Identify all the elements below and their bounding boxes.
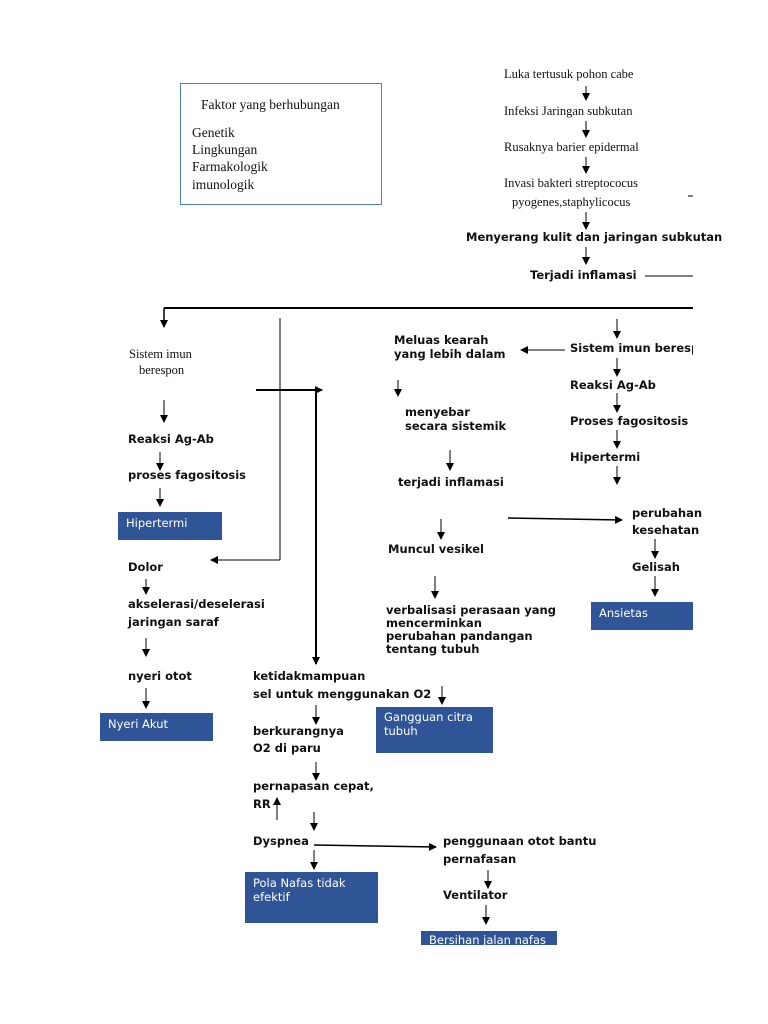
diagnosis-hipertermi-label: Hipertermi bbox=[126, 516, 188, 530]
node-menyebar-2: secara sistemik bbox=[405, 419, 507, 433]
diagnosis-pola-nafas: Pola Nafas tidak efektif bbox=[245, 872, 378, 923]
diagnosis-hipertermi: Hipertermi bbox=[118, 512, 222, 540]
node-fagositosis-right: Proses fagositosis bbox=[570, 414, 689, 428]
node-perubahan-2: kesehatan bbox=[632, 523, 700, 537]
node-dyspnea: Dyspnea bbox=[253, 834, 309, 848]
node-inflamasi-mid: terjadi inflamasi bbox=[398, 475, 504, 489]
factor-item-lingkungan: Lingkungan bbox=[192, 142, 258, 157]
node-meluas-2: yang lebih dalam bbox=[394, 347, 506, 361]
diagnosis-pola-line1: Pola Nafas tidak bbox=[253, 876, 346, 890]
factor-item-genetik: Genetik bbox=[192, 125, 235, 140]
node-verbal-3: perubahan pandangan bbox=[386, 629, 533, 643]
node-nyeri-otot: nyeri otot bbox=[128, 669, 192, 683]
node-otot-bantu-2: pernafasan bbox=[443, 852, 517, 866]
node-rusaknya: Rusaknya barier epidermal bbox=[504, 140, 639, 154]
diagnosis-nyeri-akut-label: Nyeri Akut bbox=[108, 717, 169, 731]
node-pernapasan-2: RR bbox=[253, 797, 271, 811]
node-akselerasi-1: akselerasi/deselerasi bbox=[128, 597, 265, 611]
node-ventilator: Ventilator bbox=[443, 888, 508, 902]
node-verbal-4: tentang tubuh bbox=[386, 642, 480, 656]
diagnosis-bersihan-jalan-nafas: Bersihan jalan nafas bbox=[421, 931, 557, 945]
node-hipertermi-right: Hipertermi bbox=[570, 450, 641, 464]
node-invasi-line1: Invasi bakteri streptococus bbox=[504, 176, 638, 190]
diagnosis-ansietas: Ansietas bbox=[591, 602, 693, 630]
factor-box: Faktor yang berhubungan Genetik Lingkung… bbox=[180, 83, 382, 205]
node-akselerasi-2: jaringan saraf bbox=[128, 615, 219, 629]
arrow-vesikel-right bbox=[507, 515, 623, 524]
arrow-dyspnea-right bbox=[313, 842, 437, 851]
factor-item-imunologik: imunologik bbox=[192, 177, 255, 192]
node-ketidakmampuan-1: ketidakmampuan bbox=[253, 669, 366, 683]
node-verbal-2: mencerminkan bbox=[386, 616, 482, 630]
node-dolor: Dolor bbox=[128, 560, 163, 574]
diagnosis-ansietas-label: Ansietas bbox=[599, 606, 648, 620]
node-sistem-imun-right: Sistem imun berespon bbox=[570, 341, 693, 355]
node-reaksi-right: Reaksi Ag-Ab bbox=[570, 378, 656, 392]
diagnosis-citra-line2: tubuh bbox=[384, 724, 418, 738]
diagnosis-citra-tubuh: Gangguan citra tubuh bbox=[376, 707, 493, 753]
node-reaksi-left: Reaksi Ag-Ab bbox=[128, 432, 214, 446]
diagnosis-pola-line2: efektif bbox=[253, 890, 290, 904]
node-pernapasan-1: pernapasan cepat, bbox=[253, 779, 374, 793]
node-meluas-1: Meluas kearah bbox=[394, 333, 489, 347]
diagnosis-nyeri-akut: Nyeri Akut bbox=[100, 713, 213, 741]
node-verbal-1: verbalisasi perasaan yang bbox=[386, 603, 556, 617]
diagnosis-citra-line1: Gangguan citra bbox=[384, 710, 473, 724]
node-perubahan-1: perubahan bbox=[632, 506, 703, 520]
node-ketidakmampuan-2: sel untuk menggunakan O2 bbox=[253, 687, 432, 701]
node-berkurang-1: berkurangnya bbox=[253, 724, 344, 738]
node-invasi-line2: pyogenes,staphylicocus bbox=[512, 195, 631, 209]
diagnosis-bersihan-label: Bersihan jalan nafas bbox=[429, 933, 547, 945]
node-otot-bantu-1: penggunaan otot bantu bbox=[443, 834, 597, 848]
node-gelisah: Gelisah bbox=[632, 560, 680, 574]
factor-box-title: Faktor yang berhubungan bbox=[201, 97, 340, 112]
node-vesikel: Muncul vesikel bbox=[388, 542, 484, 556]
node-berkurang-2: O2 di paru bbox=[253, 741, 321, 755]
node-terjadi-inflamasi-top: Terjadi inflamasi bbox=[530, 268, 637, 282]
node-sistem-imun-left-2: berespon bbox=[139, 363, 185, 377]
node-menyerang: Menyerang kulit dan jaringan subkutan bbox=[466, 230, 723, 244]
node-infeksi: Infeksi Jaringan subkutan bbox=[504, 104, 633, 118]
factor-item-farmakologik: Farmakologik bbox=[192, 159, 268, 174]
node-menyebar-1: menyebar bbox=[405, 405, 470, 419]
node-fagositosis-left: proses fagositosis bbox=[128, 468, 247, 482]
node-sistem-imun-left-1: Sistem imun bbox=[129, 347, 192, 361]
node-luka: Luka tertusuk pohon cabe bbox=[504, 67, 634, 81]
